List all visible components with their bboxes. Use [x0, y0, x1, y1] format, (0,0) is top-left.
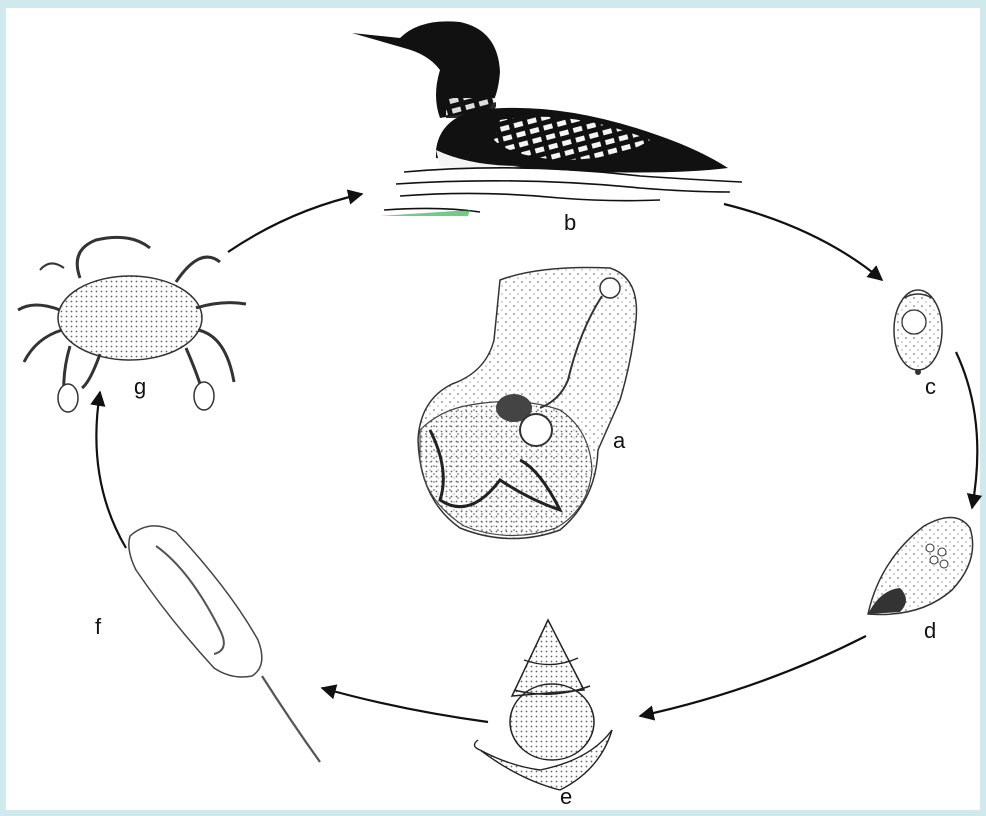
- adult-fluke-illustration: [418, 268, 636, 539]
- label-e: e: [560, 786, 572, 808]
- label-b: b: [564, 212, 576, 234]
- cercaria-illustration: [129, 526, 320, 762]
- arrow-b-to-c: [724, 204, 882, 280]
- arrow-g-to-b: [228, 194, 362, 252]
- miracidium-illustration: [868, 517, 973, 614]
- arrow-c-to-d: [956, 352, 977, 508]
- crab-illustration: [18, 237, 246, 412]
- loon-illustration: [352, 21, 742, 216]
- label-c: c: [925, 376, 936, 398]
- label-g: g: [134, 376, 146, 398]
- arrow-d-to-e: [640, 636, 866, 716]
- label-f: f: [95, 616, 101, 638]
- label-a: a: [613, 430, 625, 452]
- snail-illustration: [474, 620, 612, 790]
- egg-illustration: [894, 290, 942, 375]
- arrow-f-to-g: [96, 392, 126, 548]
- arrow-e-to-f: [322, 688, 488, 722]
- label-d: d: [924, 620, 936, 642]
